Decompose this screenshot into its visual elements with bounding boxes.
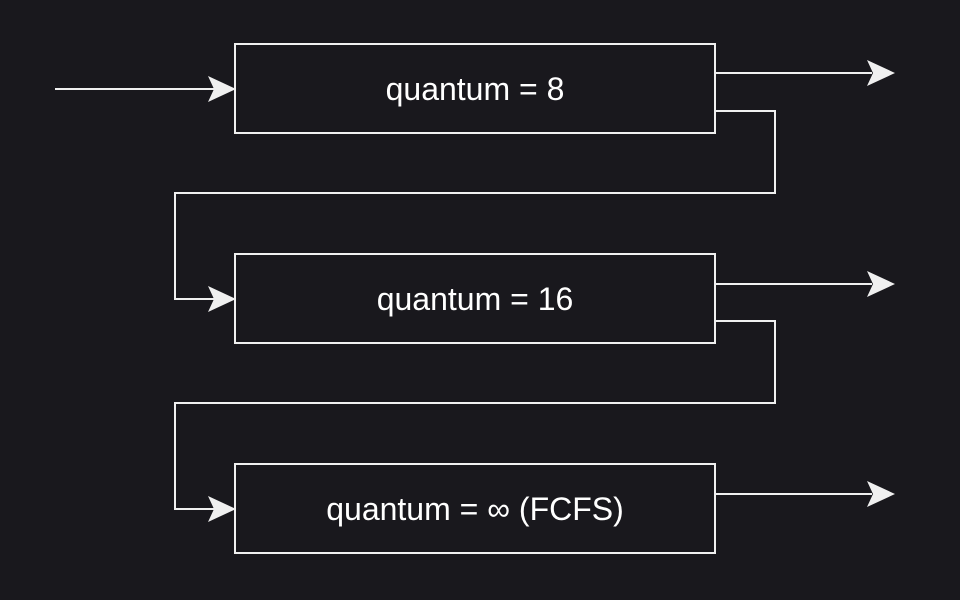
exit-arrow-1 bbox=[715, 60, 895, 86]
exit-arrow-3 bbox=[715, 481, 895, 507]
queue-label-2: quantum = 16 bbox=[377, 281, 574, 317]
queue-box-1: quantum = 8 bbox=[234, 43, 716, 134]
demotion-arrow-2-to-3 bbox=[174, 320, 776, 522]
queue-label-1: quantum = 8 bbox=[386, 71, 565, 107]
entry-arrow bbox=[55, 76, 236, 102]
queue-label-3: quantum = ∞ (FCFS) bbox=[326, 491, 624, 527]
queue-box-2: quantum = 16 bbox=[234, 253, 716, 344]
demotion-arrow-1-to-2 bbox=[174, 110, 776, 312]
queue-box-3: quantum = ∞ (FCFS) bbox=[234, 463, 716, 554]
exit-arrow-2 bbox=[715, 271, 895, 297]
